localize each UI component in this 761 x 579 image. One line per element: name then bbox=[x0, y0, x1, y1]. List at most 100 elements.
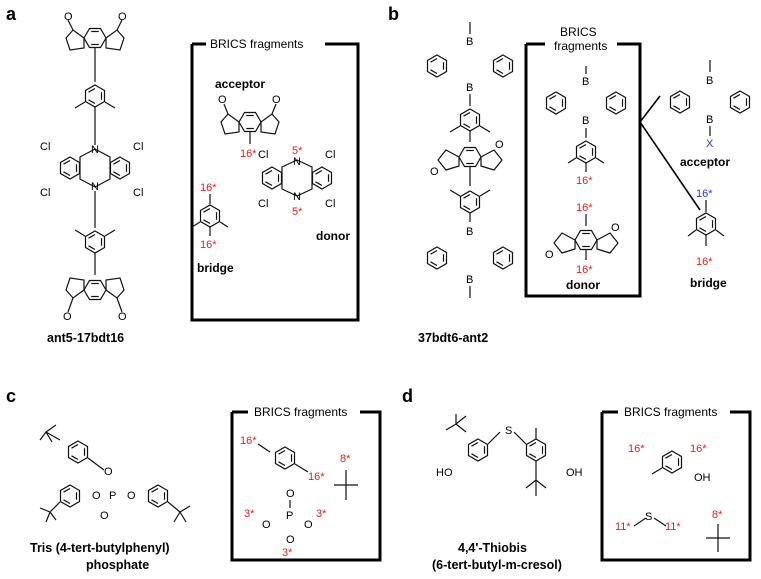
attachment-label: 16* bbox=[576, 175, 593, 187]
atom-o: O bbox=[104, 466, 113, 478]
atom-o: O bbox=[92, 490, 101, 502]
fragments-box-c bbox=[230, 410, 382, 562]
box-title-d: BRICS fragments bbox=[624, 405, 717, 419]
attachment-label: 3* bbox=[316, 508, 327, 520]
attachment-label: 8* bbox=[340, 453, 351, 465]
molecule-name-c-line2: phosphate bbox=[86, 558, 149, 572]
attachment-label: 5* bbox=[292, 206, 303, 218]
panel-letter-b: b bbox=[388, 4, 399, 24]
atom-b: B bbox=[706, 114, 713, 126]
atom-b: B bbox=[582, 115, 589, 127]
donor-label: donor bbox=[316, 229, 350, 243]
atom-o: O bbox=[286, 488, 295, 500]
attachment-label: 3* bbox=[244, 508, 255, 520]
fragment-acceptor-b: B B 16* bbox=[545, 66, 627, 187]
fragment-sulfide-d: 11* S 11* bbox=[615, 511, 681, 533]
attachment-label: 3* bbox=[282, 547, 293, 559]
atom-o: O bbox=[304, 519, 313, 531]
atom-cl: Cl bbox=[133, 141, 143, 153]
fragment-aryl-c: 16* 16* bbox=[240, 435, 325, 483]
atom-cl: Cl bbox=[325, 149, 335, 161]
atom-oh: OH bbox=[694, 472, 711, 484]
molecule-name-d-line1: 4,4'-Thiobis bbox=[458, 541, 527, 555]
atom-cl: Cl bbox=[40, 187, 50, 199]
panel-letter-a: a bbox=[6, 4, 17, 24]
atom-o: O bbox=[127, 490, 136, 502]
fragment-tbutyl-d: 8* bbox=[706, 509, 730, 552]
attachment-x: X bbox=[706, 138, 714, 150]
attachment-label: 8* bbox=[712, 509, 723, 521]
attachment-label: 16* bbox=[200, 239, 217, 251]
atom-o: O bbox=[218, 94, 227, 106]
attachment-label: 16* bbox=[696, 188, 713, 200]
atom-b: B bbox=[466, 82, 473, 94]
fragment-bridge-b: 16* 16* bridge bbox=[687, 188, 727, 290]
fragment-tbutyl-c: 8* bbox=[334, 453, 358, 500]
panel-letter-c: c bbox=[6, 386, 16, 406]
box-title-c: BRICS fragments bbox=[254, 405, 347, 419]
attachment-label: 16* bbox=[200, 182, 217, 194]
atom-n: N bbox=[293, 156, 301, 168]
atom-cl: Cl bbox=[133, 187, 143, 199]
fragment-acceptor-a: acceptor O O 16* bbox=[215, 77, 281, 160]
atom-o: O bbox=[272, 94, 281, 106]
atom-cl: Cl bbox=[40, 141, 50, 153]
atom-o: O bbox=[545, 249, 554, 261]
fragments-box-d bbox=[600, 410, 752, 562]
atom-o: O bbox=[430, 166, 439, 178]
atom-b: B bbox=[466, 226, 473, 238]
atom-o: O bbox=[262, 519, 271, 531]
molecule-a-structure: O O N N Cl Cl Cl Cl O O bbox=[40, 11, 143, 323]
atom-b: B bbox=[466, 36, 473, 48]
atom-p: P bbox=[286, 510, 293, 522]
fragment-bridge-a: 16* 16* bridge bbox=[191, 182, 234, 275]
attachment-label: 16* bbox=[240, 148, 257, 160]
atom-s: S bbox=[645, 511, 652, 523]
bridge-label: bridge bbox=[690, 276, 727, 290]
atom-b: B bbox=[466, 274, 473, 286]
atom-o: O bbox=[118, 311, 127, 323]
atom-b: B bbox=[706, 75, 713, 87]
atom-o: O bbox=[100, 510, 109, 522]
atom-cl: Cl bbox=[258, 149, 268, 161]
atom-n: N bbox=[293, 191, 301, 203]
fragment-cresol-d: 16* 16* OH bbox=[628, 443, 711, 484]
fragments-box-b bbox=[524, 42, 642, 298]
molecule-d-structure: HO S OH bbox=[436, 414, 583, 496]
atom-p: P bbox=[109, 490, 116, 502]
bridge-label: bridge bbox=[197, 261, 234, 275]
atom-o: O bbox=[286, 534, 295, 546]
molecule-name-a: ant5-17bdt16 bbox=[47, 331, 124, 345]
molecule-name-b: 37bdt6-ant2 bbox=[418, 331, 488, 345]
molecule-b-structure: B B O O B B bbox=[426, 22, 514, 298]
atom-o: O bbox=[495, 139, 504, 151]
attachment-label: 16* bbox=[628, 443, 645, 455]
molecule-name-d-line2: (6-tert-butyl-m-cresol) bbox=[432, 558, 562, 572]
donor-label: donor bbox=[566, 278, 600, 292]
fragment-acceptor-b-detail: B B X acceptor bbox=[669, 60, 751, 169]
attachment-label: 16* bbox=[696, 256, 713, 268]
atom-b: B bbox=[582, 76, 589, 88]
fragment-donor-b: 16* O O 16* donor bbox=[545, 202, 620, 292]
box-title-b-line2: fragments bbox=[554, 39, 607, 53]
attachment-label: 16* bbox=[576, 202, 593, 214]
molecule-c-structure: O P O O O bbox=[39, 424, 191, 523]
attachment-label: 16* bbox=[690, 443, 707, 455]
atom-o: O bbox=[63, 311, 72, 323]
attachment-label: 16* bbox=[308, 471, 325, 483]
atom-o: O bbox=[118, 11, 127, 23]
attachment-label: 5* bbox=[292, 145, 303, 157]
panel-letter-d: d bbox=[402, 386, 413, 406]
atom-oh: OH bbox=[566, 467, 583, 479]
atom-s: S bbox=[505, 425, 512, 437]
acceptor-label: acceptor bbox=[215, 77, 265, 91]
fragment-donor-a: 5* N N Cl Cl Cl Cl 5* donor bbox=[258, 145, 350, 243]
attachment-label: 16* bbox=[576, 264, 593, 276]
box-title-a: BRICS fragments bbox=[210, 37, 303, 51]
atom-n: N bbox=[91, 144, 99, 156]
fragment-phosphate-c: O P 3* O O 3* O 3* bbox=[244, 488, 327, 559]
acceptor-label: acceptor bbox=[680, 155, 730, 169]
atom-cl: Cl bbox=[325, 198, 335, 210]
attachment-label: 16* bbox=[240, 435, 257, 447]
